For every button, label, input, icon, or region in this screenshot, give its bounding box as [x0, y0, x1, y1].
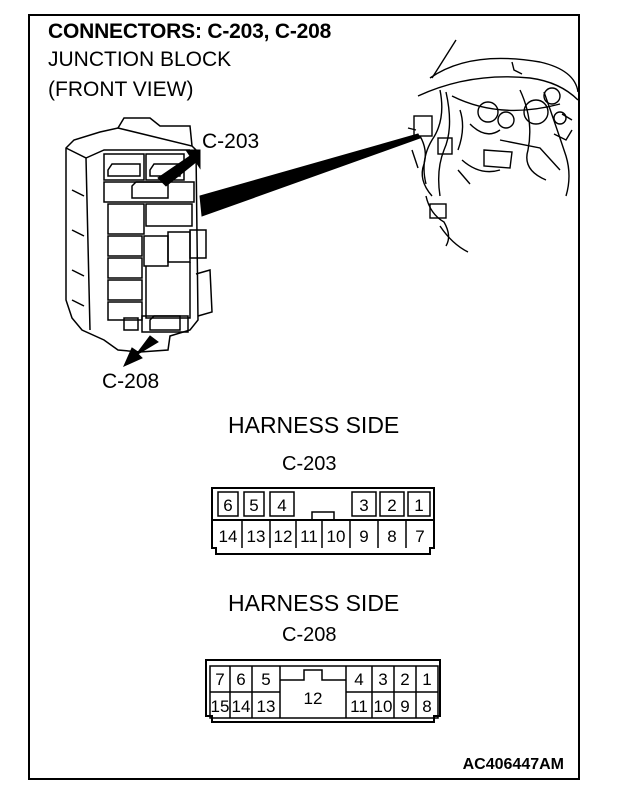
c208-pin: 7	[215, 670, 224, 689]
c208-connector-name: C-208	[282, 624, 337, 646]
c203-connector-face	[211, 487, 435, 555]
c208-pin: 8	[422, 697, 431, 716]
c208-pin: 1	[422, 670, 431, 689]
c208-pin: 9	[400, 697, 409, 716]
c203-pin: 4	[277, 496, 286, 515]
c203-pin: 2	[387, 496, 396, 515]
location-pointer-wedge	[199, 133, 421, 217]
c203-pin: 12	[274, 527, 293, 546]
diagram-frame	[28, 14, 580, 780]
c203-pin: 6	[223, 496, 232, 515]
c208-pin: 6	[236, 670, 245, 689]
c208-callout-label: C-208	[102, 370, 160, 393]
component-name: JUNCTION BLOCK	[48, 48, 232, 71]
c208-pin: 10	[374, 697, 393, 716]
c203-pointer-arrow	[157, 149, 201, 187]
c203-pin: 10	[327, 527, 346, 546]
figure-code: AC406447AM	[462, 756, 564, 773]
c203-pin: 7	[415, 527, 424, 546]
c203-pin: 8	[387, 527, 396, 546]
c208-pin-numbers: 7 6 5 4 3 2 1 15 14 13 11 10 9 8 12	[211, 670, 432, 716]
c208-pointer-arrow	[123, 335, 159, 367]
diagram-title: CONNECTORS: C-203, C-208	[48, 20, 332, 43]
c208-pin: 12	[304, 689, 323, 708]
c203-pin-numbers: 6 5 4 3 2 1 14 13 12 11 10 9 8 7	[219, 496, 425, 546]
c208-pin: 4	[354, 670, 363, 689]
c203-pin: 14	[219, 527, 238, 546]
c208-pin: 14	[232, 697, 251, 716]
c208-harness-side-heading: HARNESS SIDE	[228, 590, 400, 616]
c208-pin: 11	[350, 697, 368, 716]
c203-callout-label: C-203	[202, 130, 260, 153]
c203-connector-name: C-203	[282, 453, 337, 475]
c203-pin: 5	[249, 496, 258, 515]
view-label: (FRONT VIEW)	[48, 78, 194, 101]
vehicle-location-illustration	[407, 39, 579, 253]
c208-pin: 3	[378, 670, 387, 689]
c203-pin: 11	[300, 527, 318, 546]
c208-pin: 2	[400, 670, 409, 689]
c208-pin: 15	[211, 697, 230, 716]
c203-pin: 13	[247, 527, 266, 546]
c203-pin: 1	[414, 496, 423, 515]
junction-block-illustration	[65, 117, 213, 353]
c203-pin: 9	[359, 527, 368, 546]
c203-harness-side-heading: HARNESS SIDE	[228, 412, 400, 438]
c203-pin: 3	[359, 496, 368, 515]
c208-pin: 13	[257, 697, 276, 716]
c208-connector-face	[205, 659, 441, 723]
c208-pin: 5	[261, 670, 270, 689]
